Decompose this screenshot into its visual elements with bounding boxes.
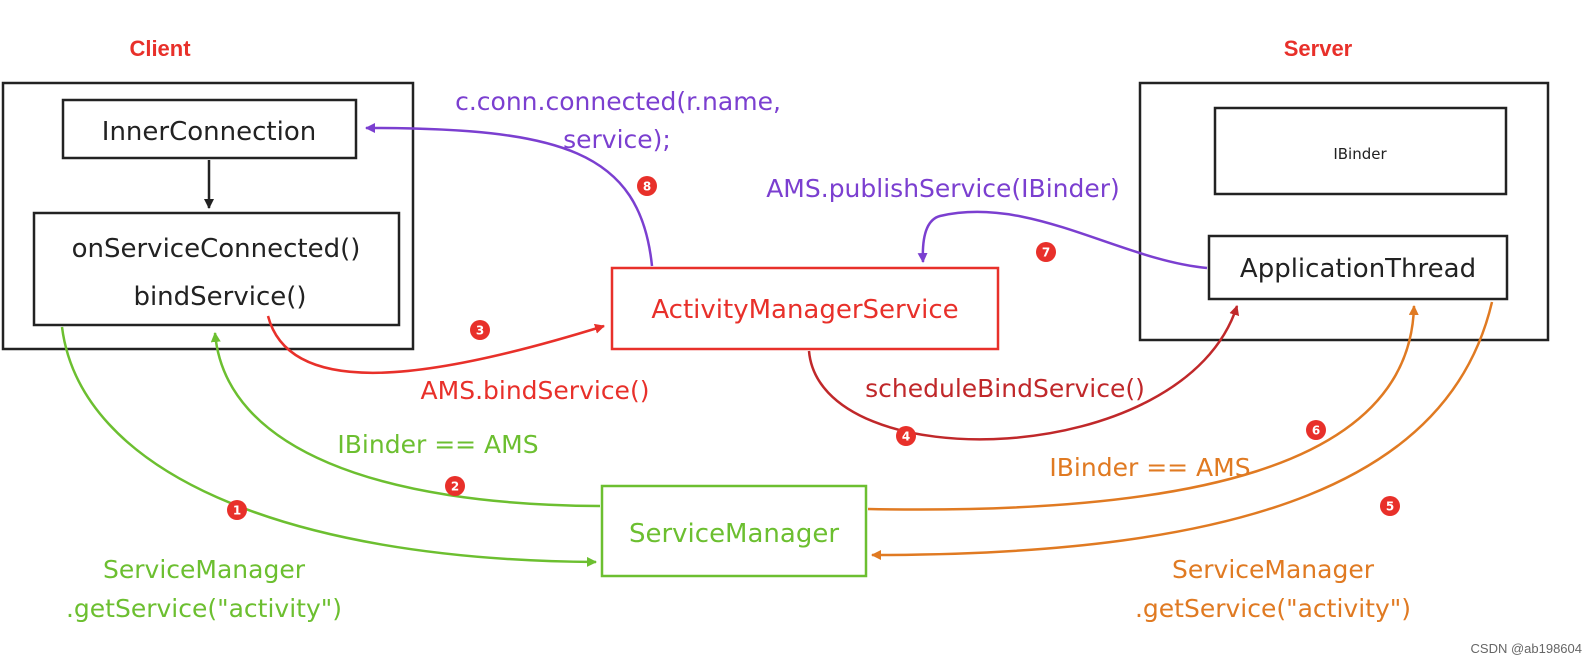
edge-1-label-line2: .getService("activity") (66, 594, 342, 623)
edge-3-label: AMS.bindService() (421, 376, 650, 405)
step-2-badge: 2 (445, 476, 465, 496)
edge-3-ams-bind-service (266, 315, 605, 375)
activity-manager-service-label: ActivityManagerService (651, 295, 958, 325)
step-8-badge: 8 (637, 176, 657, 196)
on-service-connected-label: onServiceConnected() (72, 234, 361, 264)
ibinder-label: IBinder (1333, 145, 1387, 163)
svg-text:6: 6 (1312, 424, 1320, 438)
application-thread-label: ApplicationThread (1240, 254, 1476, 284)
edge-7-label: AMS.publishService(IBinder) (766, 174, 1120, 203)
callback-box: onServiceConnected() bindService() (32, 211, 401, 327)
edge-6-label: IBinder == AMS (1049, 453, 1250, 482)
edge-8-label-line2: service); (563, 125, 671, 154)
edge-6-ibinder-return (867, 305, 1419, 511)
client-title: Client (129, 36, 191, 61)
svg-text:3: 3 (476, 324, 484, 338)
ibinder-box: IBinder (1213, 106, 1508, 196)
svg-text:7: 7 (1042, 246, 1050, 260)
step-5-badge: 5 (1380, 496, 1400, 516)
edge-7-publish-service (917, 210, 1208, 270)
inner-connection-label: InnerConnection (102, 117, 316, 147)
service-manager-label: ServiceManager (629, 519, 839, 549)
edge-2-label: IBinder == AMS (337, 430, 538, 459)
edge-8-conn-connected (365, 123, 654, 267)
bind-service-label: bindService() (133, 282, 306, 312)
step-6-badge: 6 (1306, 420, 1326, 440)
edge-4-label: scheduleBindService() (865, 374, 1145, 403)
edge-5-label-line1: ServiceManager (1172, 555, 1375, 584)
svg-text:5: 5 (1386, 500, 1394, 514)
step-4-badge: 4 (896, 426, 916, 446)
svg-text:8: 8 (643, 180, 651, 194)
edge-1-label-line1: ServiceManager (103, 555, 306, 584)
server-title: Server (1284, 36, 1353, 61)
activity-manager-service-box: ActivityManagerService (610, 266, 1000, 351)
edge-1-get-service (60, 326, 597, 567)
application-thread-box: ApplicationThread (1207, 234, 1509, 301)
edge-5-label-line2: .getService("activity") (1135, 594, 1411, 623)
service-manager-box: ServiceManager (600, 484, 868, 578)
step-3-badge: 3 (470, 320, 490, 340)
server-container (1138, 81, 1550, 342)
svg-text:1: 1 (233, 504, 241, 518)
edge-5-get-service (871, 301, 1494, 560)
step-7-badge: 7 (1036, 242, 1056, 262)
edge-8-label-line1: c.conn.connected(r.name, (455, 87, 781, 116)
edge-4-schedule-bind-service (807, 305, 1240, 441)
step-1-badge: 1 (227, 500, 247, 520)
watermark: CSDN @ab198604 (1470, 641, 1582, 656)
svg-text:2: 2 (451, 480, 459, 494)
client-container (1, 81, 415, 351)
svg-text:4: 4 (902, 430, 910, 444)
edge-2-ibinder-return (210, 332, 601, 508)
inner-connection-box: InnerConnection (61, 98, 358, 160)
